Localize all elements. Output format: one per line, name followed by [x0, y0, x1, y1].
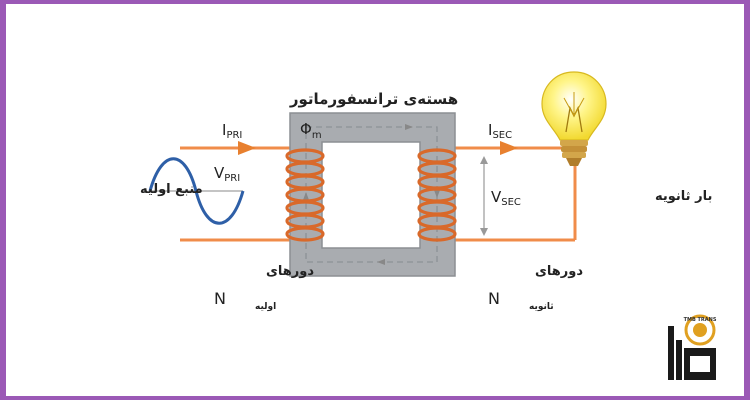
primary-voltage-label: VPRI: [214, 164, 240, 184]
primary-N-subscript: اولیه: [255, 302, 276, 312]
secondary-coil: [417, 148, 457, 242]
primary-coil: [285, 148, 325, 242]
logo-text: TMB TRANS: [684, 317, 717, 323]
secondary-voltage-label: VSEC: [491, 188, 521, 208]
secondary-current-label: ISEC: [488, 121, 512, 141]
secondary-current-arrow: [500, 141, 518, 155]
primary-N-label: N: [214, 289, 226, 308]
source-label: منبع اولیه: [140, 182, 203, 197]
coil-turn: [285, 226, 325, 242]
source-sine-wave: [148, 157, 245, 225]
primary-current-label: IPRI: [222, 121, 242, 141]
light-bulb-icon: [541, 71, 607, 166]
primary-current-arrow: [238, 141, 256, 155]
flux-label: Φm: [300, 120, 322, 141]
secondary-N-subscript: ثانویه: [529, 302, 554, 312]
secondary-turns-label: دورهای: [535, 264, 583, 279]
coil-turn: [417, 226, 457, 242]
secondary-N-label: N: [488, 289, 500, 308]
company-logo: TMB TRANS: [666, 314, 720, 382]
core-title: هسته‌ی ترانسفورماتور: [289, 90, 458, 108]
transformer-core: [289, 112, 456, 277]
secondary-voltage-indicator: [480, 156, 488, 236]
primary-turns-label: دورهای: [266, 264, 314, 279]
load-label: بار ثانویه: [655, 189, 712, 204]
